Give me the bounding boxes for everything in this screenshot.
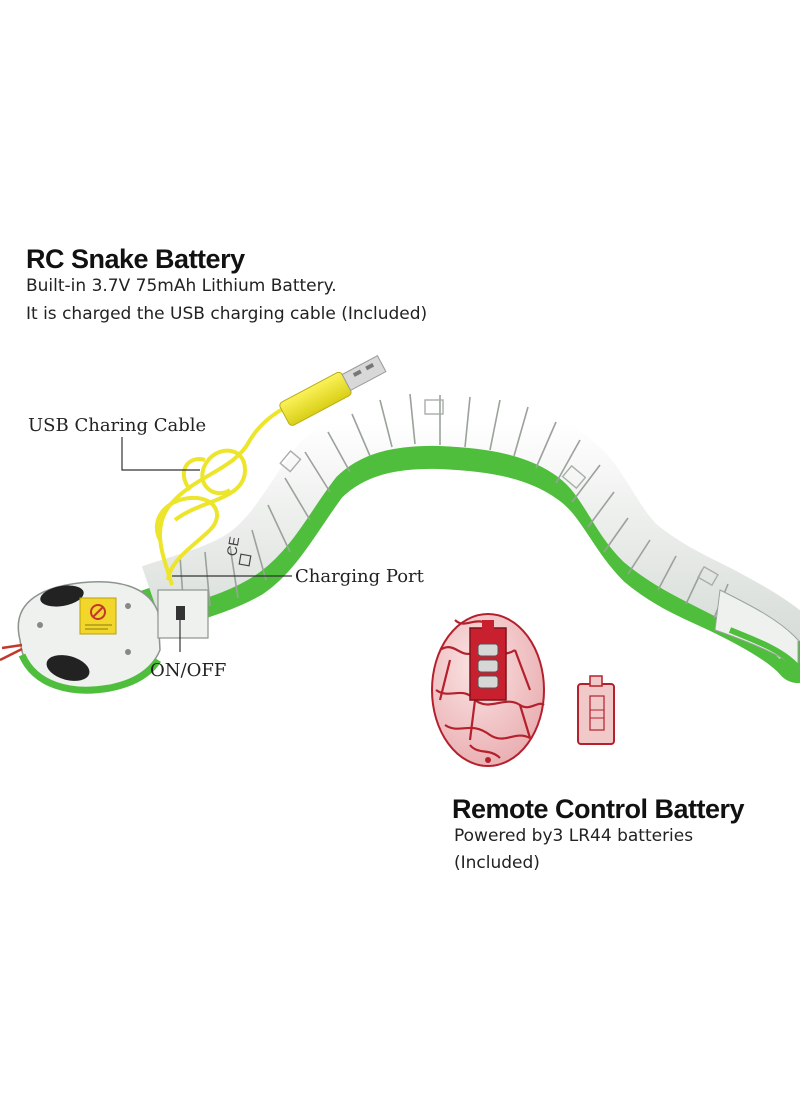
remote-battery-line1: Powered by3 LR44 batteries	[454, 826, 694, 846]
usb-plug-icon	[279, 355, 387, 426]
usb-cable	[154, 403, 291, 586]
snake-battery-line1: Built-in 3.7V 75mAh Lithium Battery.	[26, 276, 337, 296]
snake-segments	[179, 393, 729, 619]
usb-cable-label: USB Charing Cable	[28, 415, 207, 436]
ce-mark: CE	[223, 535, 242, 557]
egg-remote	[431, 613, 545, 767]
charging-port-label: Charging Port	[295, 566, 424, 587]
remote-battery-line2: (Included)	[454, 853, 540, 873]
snake-head	[0, 581, 161, 694]
snake-battery-title: RC Snake Battery	[26, 244, 245, 274]
segment-details	[279, 399, 719, 587]
snake-battery-line2: It is charged the USB charging cable (In…	[26, 304, 428, 324]
battery-cover	[577, 675, 615, 745]
remote-battery-title: Remote Control Battery	[452, 794, 745, 824]
battery-icon	[477, 643, 499, 689]
on-off-label: ON/OFF	[150, 660, 227, 681]
no-symbol-icon	[90, 604, 106, 620]
usb-cable-leader	[121, 437, 200, 471]
